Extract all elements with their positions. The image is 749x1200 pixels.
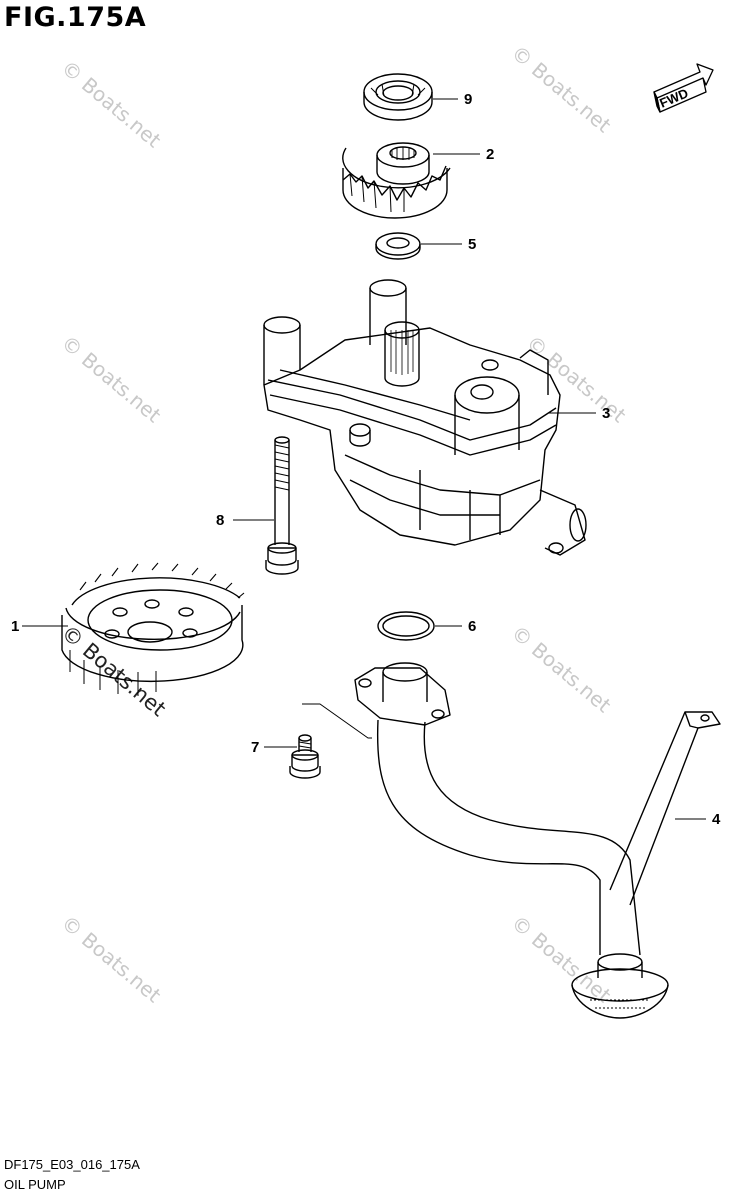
callout-8: 8 (216, 512, 224, 529)
diagram-name: OIL PUMP (4, 1177, 66, 1192)
part-2-gear (342, 142, 451, 219)
part-7-bolt (289, 734, 321, 779)
part-3-pump-body (263, 279, 587, 556)
callout-3: 3 (602, 405, 610, 422)
part-1-driven-gear (61, 562, 245, 696)
watermarks: © Boats.net © Boats.net © Boats.net © Bo… (57, 40, 631, 1007)
watermark: © Boats.net (507, 40, 616, 137)
diagram-code: DF175_E03_016_175A (4, 1157, 140, 1172)
fwd-label: FWD (657, 85, 690, 110)
part-6-o-ring (377, 611, 435, 641)
part-5-washer (375, 232, 421, 260)
watermark: © Boats.net (57, 55, 166, 152)
watermark: © Boats.net (57, 330, 166, 427)
fwd-arrow-badge: FWD (653, 63, 714, 113)
callouts: 1 2 3 4 5 6 7 8 9 (11, 91, 721, 828)
watermark: © Boats.net (57, 910, 166, 1007)
callout-1: 1 (11, 618, 19, 635)
callout-5: 5 (468, 236, 476, 253)
callout-2: 2 (486, 146, 494, 163)
part-8-bolt (265, 436, 299, 575)
callout-9: 9 (464, 91, 472, 108)
figure-title: FIG.175A (4, 2, 147, 33)
callout-6: 6 (468, 618, 476, 635)
part-9-bearing (363, 73, 433, 121)
callout-7: 7 (251, 739, 259, 756)
watermark: © Boats.net (507, 620, 616, 717)
callout-4: 4 (712, 811, 721, 828)
part-4-strainer (354, 662, 721, 1019)
